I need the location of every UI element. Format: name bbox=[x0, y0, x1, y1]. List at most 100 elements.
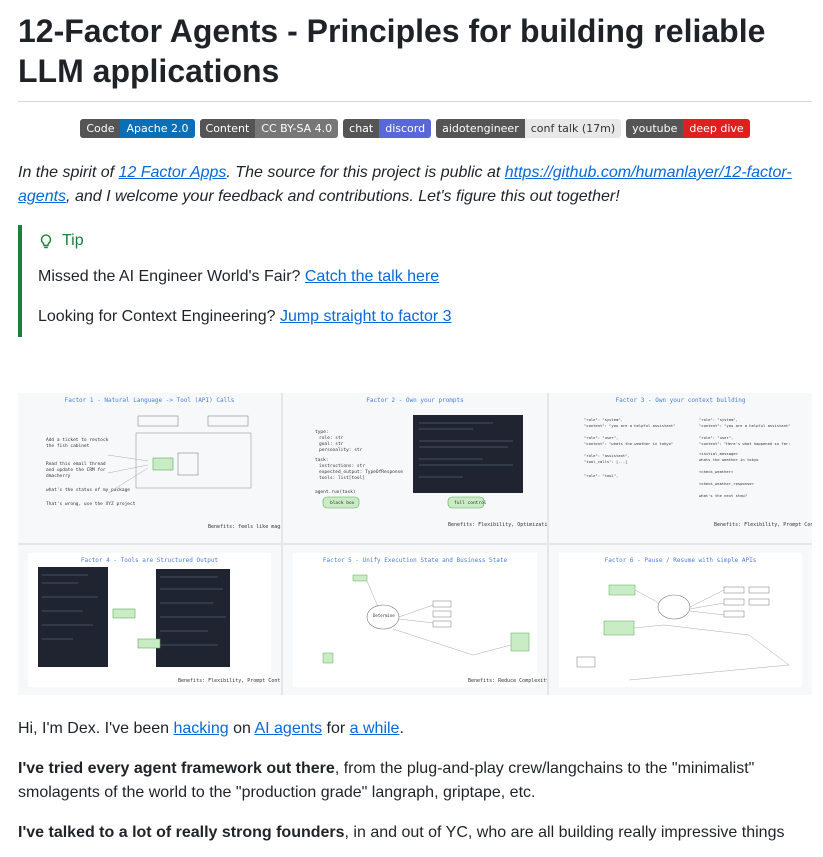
founders-paragraph: I've talked to a lot of really strong fo… bbox=[18, 821, 812, 845]
body-text: . bbox=[399, 720, 404, 737]
factor-card bbox=[293, 553, 537, 687]
svg-text:<check_weather>: <check_weather> bbox=[699, 469, 734, 474]
title-divider bbox=[18, 101, 812, 102]
body-text: Hi, I'm Dex. I've been bbox=[18, 720, 174, 737]
badge-key: chat bbox=[343, 119, 380, 138]
factor-image-gallery[interactable]: Factor 1 - Natural Language -> Tool (API… bbox=[18, 393, 812, 695]
badge-value: Apache 2.0 bbox=[120, 119, 195, 138]
link-catch-talk[interactable]: Catch the talk here bbox=[304, 268, 440, 285]
page-title: 12-Factor Agents - Principles for buildi… bbox=[18, 13, 766, 89]
tip-line-context: Looking for Context Engineering? Jump st… bbox=[38, 305, 812, 329]
svg-text:<check_weather_response>: <check_weather_response> bbox=[699, 481, 755, 486]
intro-text: , and I welcome your feedback and contri… bbox=[66, 188, 620, 205]
link-hacking[interactable]: hacking bbox=[173, 720, 229, 737]
link-github-repo[interactable]: https://github.com/humanlayer/12-factor-… bbox=[18, 164, 792, 205]
svg-text:and update the CRM for: and update the CRM for bbox=[46, 467, 106, 473]
intro-dex-paragraph: Hi, I'm Dex. I've been hacking on AI age… bbox=[18, 717, 812, 741]
badge-value: deep dive bbox=[683, 119, 750, 138]
svg-text:That's wrong, use the XYZ proj: That's wrong, use the XYZ project bbox=[46, 501, 136, 507]
svg-text:tools: list[tool]: tools: list[tool] bbox=[319, 475, 365, 481]
svg-text:<initial_message>: <initial_message> bbox=[699, 451, 739, 456]
svg-text:whats the weather in tokyo: whats the weather in tokyo bbox=[699, 457, 759, 462]
svg-text:type:: type: bbox=[315, 429, 329, 435]
svg-text:what's the next step?: what's the next step? bbox=[699, 493, 747, 498]
badge-value: CC BY-SA 4.0 bbox=[255, 119, 339, 138]
badge-discord[interactable]: chat discord bbox=[343, 119, 432, 138]
factor-4-image[interactable]: Factor 4 - Tools are Structured Output B… bbox=[18, 545, 281, 695]
svg-text:what's the status of my packag: what's the status of my package bbox=[46, 487, 130, 493]
factor-caption: Factor 2 - Own your prompts bbox=[366, 397, 464, 404]
factor-3-image[interactable]: Factor 3 - Own your context building "ro… bbox=[549, 393, 812, 543]
svg-text:"role": "assistant",: "role": "assistant", bbox=[584, 453, 630, 458]
factor-5-diagram: Determine Benefits: Reduce Complexity bbox=[322, 574, 547, 684]
svg-text:"role": "user",: "role": "user", bbox=[699, 435, 733, 440]
bold-text: I've tried every agent framework out the… bbox=[18, 760, 335, 777]
badge-key: Content bbox=[199, 119, 256, 138]
link-12-factor-apps[interactable]: 12 Factor Apps bbox=[118, 164, 227, 181]
svg-text:"role": "tool",: "role": "tool", bbox=[584, 473, 618, 478]
badge-row: Code Apache 2.0 Content CC BY-SA 4.0 cha… bbox=[18, 119, 812, 138]
link-jump-factor-3[interactable]: Jump straight to factor 3 bbox=[279, 308, 452, 325]
badge-key: Code bbox=[80, 119, 121, 138]
svg-text:agent.run(task): agent.run(task) bbox=[315, 489, 356, 495]
factor-card bbox=[559, 553, 802, 687]
svg-text:Benefits: Flexibility, Prompt: Benefits: Flexibility, Prompt Control bbox=[714, 522, 812, 528]
svg-text:Benefits: Flexibility, Optimiz: Benefits: Flexibility, Optimization bbox=[448, 522, 547, 528]
svg-text:goal: str: goal: str bbox=[319, 441, 344, 447]
body-section: Hi, I'm Dex. I've been hacking on AI age… bbox=[18, 717, 812, 845]
svg-text:"tool_calls": [...]: "tool_calls": [...] bbox=[584, 459, 627, 464]
svg-text:"role": "user",: "role": "user", bbox=[584, 435, 618, 440]
tip-text: Missed the AI Engineer World's Fair? bbox=[38, 268, 305, 285]
svg-text:full control: full control bbox=[454, 500, 487, 506]
factor-3-diagram: "role": "system", "content": "you are a … bbox=[584, 417, 812, 528]
svg-text:Determine: Determine bbox=[373, 613, 395, 618]
intro-text: In the spirit of bbox=[18, 164, 119, 181]
frameworks-paragraph: I've tried every agent framework out the… bbox=[18, 757, 812, 805]
factor-caption: Factor 1 - Natural Language -> Tool (API… bbox=[64, 397, 235, 404]
badge-youtube[interactable]: youtube deep dive bbox=[626, 119, 750, 138]
svg-text:expected_output: TypeOfRespons: expected_output: TypeOfResponse bbox=[319, 469, 403, 475]
lightbulb-icon bbox=[38, 233, 54, 249]
factor-6-image[interactable]: Factor 6 - Pause / Resume with simple AP… bbox=[549, 545, 812, 695]
svg-text:"content": "whats the weather: "content": "whats the weather in tokyo" bbox=[584, 441, 673, 446]
factor-2-image[interactable]: Factor 2 - Own your prompts type: role: … bbox=[283, 393, 547, 543]
svg-text:"content": "you are a helpful: "content": "you are a helpful assistant" bbox=[699, 423, 790, 428]
factor-1-diagram: Add a ticket to restock the fish cabinet… bbox=[46, 415, 281, 530]
tip-text: Looking for Context Engineering? bbox=[38, 308, 280, 325]
svg-text:black box: black box bbox=[330, 500, 355, 506]
body-text: , in and out of YC, who are all building… bbox=[344, 824, 785, 841]
svg-text:"content": "Here's what happen: "content": "Here's what happened so far: bbox=[699, 441, 790, 446]
svg-text:dmacherry: dmacherry bbox=[46, 473, 71, 479]
badge-license[interactable]: Code Apache 2.0 bbox=[80, 119, 195, 138]
badge-key: youtube bbox=[626, 119, 684, 138]
svg-text:personality: str: personality: str bbox=[319, 447, 363, 453]
svg-text:role: str: role: str bbox=[319, 435, 344, 441]
body-text: on bbox=[228, 720, 255, 737]
badge-conf-talk[interactable]: aidotengineer conf talk (17m) bbox=[436, 119, 622, 138]
factor-5-image[interactable]: Factor 5 - Unify Execution State and Bus… bbox=[283, 545, 547, 695]
body-text: , from the plug-and-play crew/langchains… bbox=[18, 760, 755, 801]
factor-4-diagram: Benefits: Flexibility, Prompt Control bbox=[38, 567, 281, 684]
svg-text:the fish cabinet: the fish cabinet bbox=[46, 443, 90, 449]
badge-key: aidotengineer bbox=[436, 119, 525, 138]
svg-text:"role": "system",: "role": "system", bbox=[584, 417, 623, 422]
link-a-while[interactable]: a while bbox=[349, 720, 400, 737]
factor-caption: Factor 3 - Own your context building bbox=[615, 397, 746, 404]
factor-caption: Factor 6 - Pause / Resume with simple AP… bbox=[604, 557, 757, 564]
factor-6-diagram bbox=[576, 584, 790, 681]
badge-content-license[interactable]: Content CC BY-SA 4.0 bbox=[199, 119, 339, 138]
factor-caption: Factor 5 - Unify Execution State and Bus… bbox=[322, 557, 508, 564]
factor-2-diagram: type: role: str goal: str personality: s… bbox=[315, 415, 547, 528]
body-text: for bbox=[322, 720, 350, 737]
svg-text:task:: task: bbox=[315, 457, 329, 463]
factor-1-image[interactable]: Factor 1 - Natural Language -> Tool (API… bbox=[18, 393, 281, 543]
link-ai-agents[interactable]: AI agents bbox=[254, 720, 323, 737]
svg-text:Add a ticket to restock: Add a ticket to restock bbox=[46, 437, 109, 443]
factor-caption: Factor 4 - Tools are Structured Output bbox=[80, 557, 219, 564]
svg-text:Benefits: Flexibility, Prompt: Benefits: Flexibility, Prompt Control bbox=[178, 678, 281, 684]
svg-text:Benefits: Reduce Complexity: Benefits: Reduce Complexity bbox=[468, 678, 547, 684]
svg-text:Benefits: feels like magic: Benefits: feels like magic bbox=[208, 524, 281, 530]
tip-line-talk: Missed the AI Engineer World's Fair? Cat… bbox=[38, 265, 812, 289]
svg-text:"content": "you are a helpful: "content": "you are a helpful assistant" bbox=[584, 423, 675, 428]
badge-value: discord bbox=[379, 119, 432, 138]
